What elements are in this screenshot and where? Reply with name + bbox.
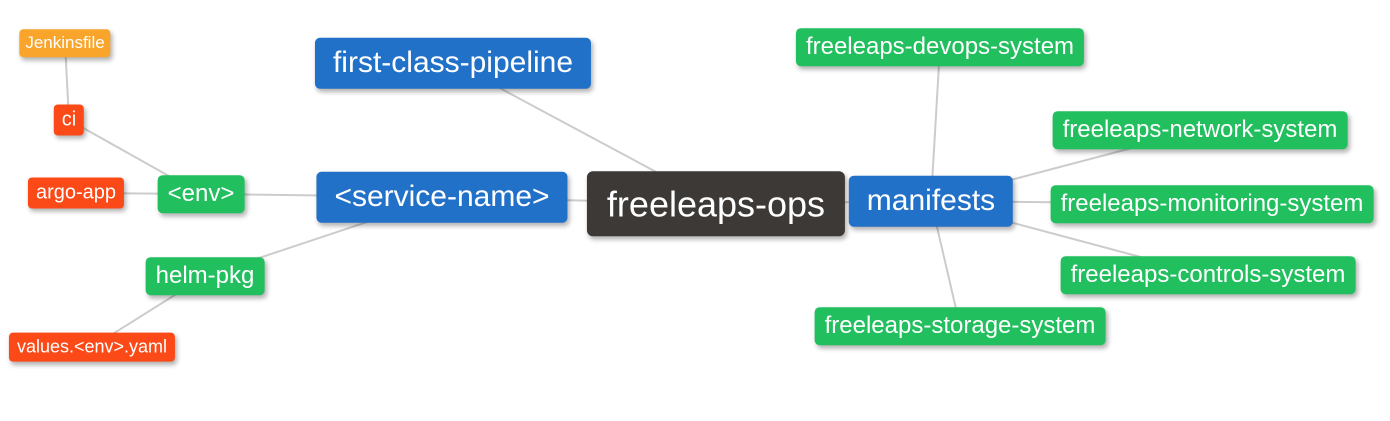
mindmap-node-freeleaps-network-system[interactable]: freeleaps-network-system (1052, 111, 1348, 149)
mindmap-node-jenkinsfile[interactable]: Jenkinsfile (19, 29, 111, 57)
mindmap-node-freeleaps-storage-system[interactable]: freeleaps-storage-system (814, 307, 1106, 345)
mindmap-node-helm-pkg[interactable]: helm-pkg (145, 257, 265, 295)
mindmap-node-argo-app[interactable]: argo-app (27, 177, 125, 209)
mindmap-node-service-name[interactable]: <service-name> (316, 171, 568, 223)
edge-manifests--freeleaps-devops-system (930, 46, 941, 202)
mindmap-node-freeleaps-monitoring-system[interactable]: freeleaps-monitoring-system (1050, 185, 1374, 223)
mindmap-node-values-env-yaml[interactable]: values.<env>.yaml (8, 332, 176, 362)
mindmap-node-freeleaps-controls-system[interactable]: freeleaps-controls-system (1060, 256, 1356, 294)
mindmap-node-freeleaps-ops[interactable]: freeleaps-ops (586, 171, 846, 237)
mindmap-node-first-class-pipeline[interactable]: first-class-pipeline (314, 37, 592, 89)
mindmap-node-freeleaps-devops-system[interactable]: freeleaps-devops-system (795, 28, 1085, 66)
mindmap-node-manifests[interactable]: manifests (848, 175, 1014, 227)
mindmap-node-env[interactable]: <env> (157, 175, 245, 213)
mindmap-node-ci[interactable]: ci (53, 104, 85, 136)
